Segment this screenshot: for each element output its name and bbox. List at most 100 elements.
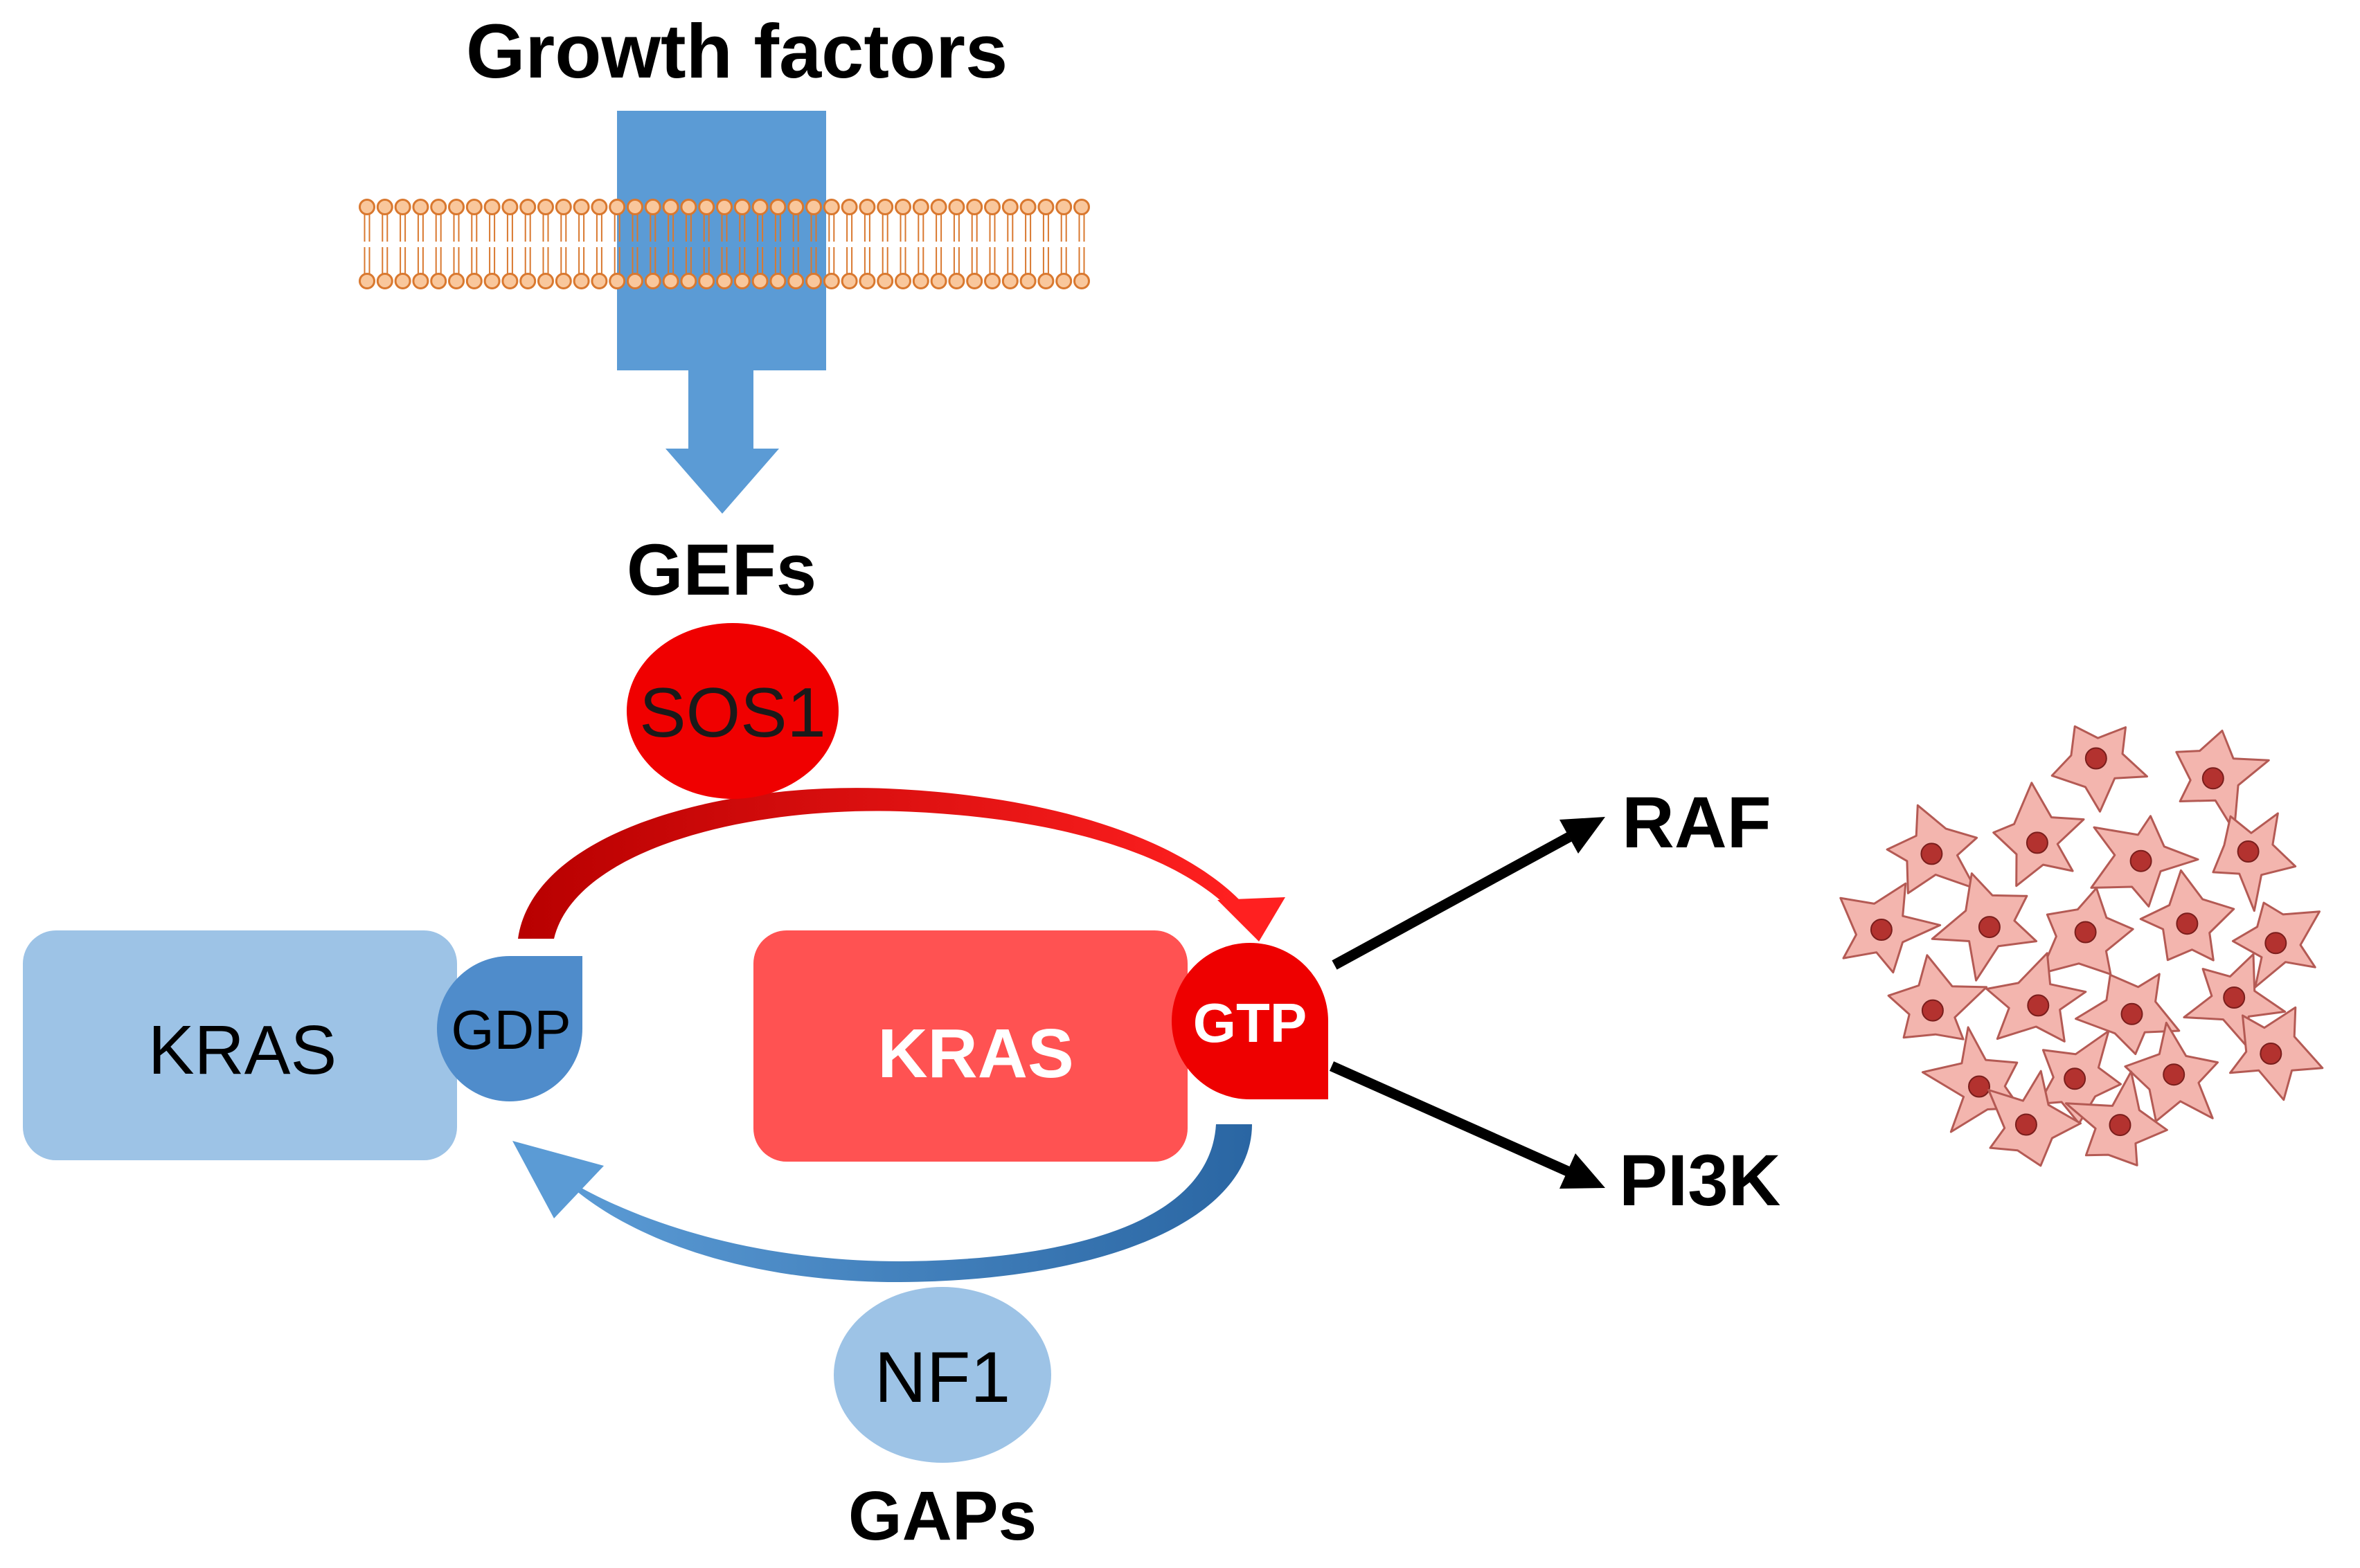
lipid-head	[841, 199, 858, 215]
lipid-head	[573, 199, 590, 215]
lipid-head	[769, 273, 787, 289]
lipid-head	[733, 199, 751, 215]
lipid-head	[627, 273, 643, 289]
tumor-cell	[1992, 782, 2085, 887]
lipid-head	[519, 199, 537, 215]
tumor-cell	[2064, 1070, 2168, 1166]
lipid-head	[859, 199, 876, 215]
lipid-head	[644, 199, 661, 215]
lipid-head	[877, 273, 894, 289]
lipid-head	[680, 273, 697, 289]
cell-body	[2212, 812, 2297, 912]
growth-factors-label: Growth factors	[466, 9, 1008, 94]
tumor-cell	[2124, 1021, 2219, 1123]
lipid-head	[555, 273, 572, 289]
lipid-head	[680, 199, 697, 215]
kras-gdp-complex: KRAS GDP	[23, 930, 582, 1160]
tumor-cell	[2175, 730, 2270, 832]
lipid-head	[1037, 199, 1055, 215]
kras-active-box	[753, 930, 1188, 1162]
lipid-head	[394, 273, 411, 289]
cell-nucleus	[2201, 767, 2224, 790]
lipid-head	[483, 273, 501, 289]
lipid-head	[716, 273, 733, 289]
lipid-head	[966, 273, 983, 289]
cell-nucleus	[2064, 1067, 2086, 1090]
lipid-head	[394, 199, 411, 215]
sos1-ellipse	[627, 623, 839, 799]
sos1-node: SOS1	[627, 623, 839, 799]
lipid-head	[555, 199, 572, 215]
cell-nucleus	[1870, 919, 1893, 941]
tumor-cell	[2075, 973, 2181, 1056]
cell-nucleus	[2260, 1043, 2282, 1065]
lipid-head	[465, 273, 483, 289]
lipid-head	[805, 199, 822, 215]
tumor-cell	[2039, 887, 2134, 975]
lipid-head	[537, 273, 554, 289]
lipid-head	[537, 199, 554, 215]
lipid-head	[662, 273, 679, 289]
pi3k-arrow	[1329, 1061, 1605, 1189]
cell-nucleus	[2163, 1063, 2185, 1086]
lipid-head	[698, 199, 715, 215]
lipid-bilayer-icon	[359, 199, 1090, 289]
tumor-cell	[1886, 804, 1978, 894]
lipid-head	[859, 273, 876, 289]
pi3k-arrowhead	[1559, 1153, 1605, 1189]
lipid-head	[823, 273, 840, 289]
cell-nucleus	[2027, 994, 2050, 1017]
gdp-badge	[437, 956, 582, 1101]
lipid-head	[948, 273, 965, 289]
tumor-cell	[2231, 901, 2321, 989]
receptor-to-gef-arrow	[665, 370, 779, 514]
tumor-cell	[2139, 869, 2235, 962]
kras-gtp-complex: KRAS GTP	[753, 930, 1328, 1162]
lipid-head	[430, 199, 447, 215]
lipid-head	[627, 199, 643, 215]
cell-nucleus	[2026, 831, 2048, 854]
lipid-head	[591, 273, 608, 289]
lipid-head	[805, 273, 822, 289]
lipid-head	[448, 273, 465, 289]
lipid-head	[1055, 273, 1073, 289]
cell-nucleus	[1968, 1075, 1990, 1098]
lipid-head	[733, 273, 751, 289]
lipid-head	[787, 273, 805, 289]
activation-arrowhead	[1217, 897, 1285, 941]
cell-nucleus	[2120, 1002, 2143, 1025]
cell-nucleus	[2237, 840, 2260, 863]
lipid-head	[448, 199, 465, 215]
tumor-cell	[1931, 872, 2038, 982]
raf-arrow-shaft	[1332, 832, 1572, 970]
sos1-label: SOS1	[639, 674, 825, 752]
lipid-head	[877, 199, 894, 215]
lipid-head	[644, 273, 661, 289]
lipid-head	[895, 273, 911, 289]
tumor-cell	[2090, 815, 2199, 908]
lipid-head	[823, 199, 840, 215]
lipid-head	[591, 199, 608, 215]
lipid-head	[895, 199, 911, 215]
lipid-head	[501, 199, 519, 215]
pi3k-label: PI3K	[1619, 1140, 1780, 1221]
cell-nucleus	[2014, 1113, 2037, 1136]
gaps-label: GAPs	[848, 1477, 1037, 1555]
cell-body	[1887, 954, 1988, 1040]
gtp-badge	[1172, 943, 1328, 1099]
cell-nucleus	[1921, 999, 1944, 1022]
tumor-cell	[1987, 1070, 2082, 1167]
lipid-head	[716, 199, 733, 215]
cell-nucleus	[1920, 842, 1943, 865]
gtp-label: GTP	[1193, 992, 1307, 1054]
inactivation-arc	[569, 1124, 1252, 1283]
lipid-head	[698, 273, 715, 289]
lipid-head	[1055, 199, 1073, 215]
cell-nucleus	[2264, 932, 2287, 955]
lipid-head	[930, 199, 947, 215]
activation-arrow	[518, 788, 1285, 941]
lipid-head	[662, 199, 679, 215]
raf-label: RAF	[1622, 782, 1771, 863]
kras-inactive-box	[23, 930, 457, 1160]
lipid-head	[1019, 273, 1037, 289]
